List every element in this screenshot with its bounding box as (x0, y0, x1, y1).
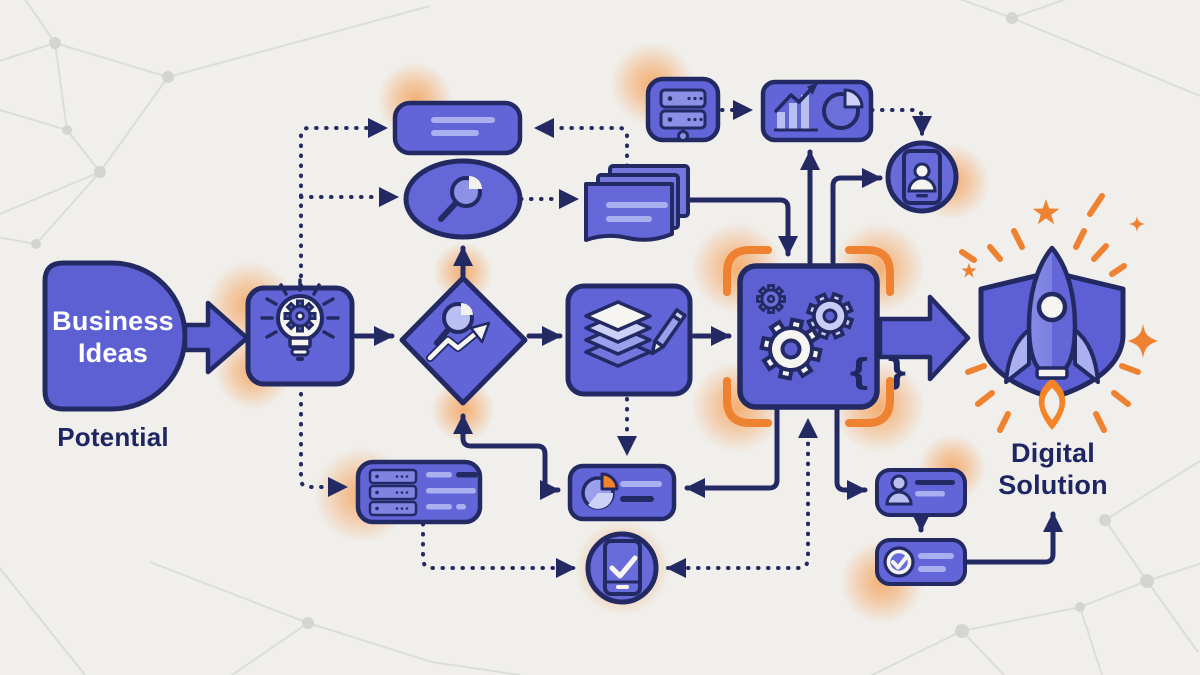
flow-block-arrow-right (877, 294, 971, 382)
solid-connectors (353, 149, 1063, 565)
sparkle-icon-small (1129, 216, 1145, 232)
magnifier-pie-icon (438, 176, 482, 222)
connector-server-rack-to-phone-check (421, 522, 576, 578)
connector-gears-to-user-card (834, 407, 868, 500)
summary-card-node (392, 100, 523, 156)
connector-gears-to-pie-report (684, 407, 780, 498)
phone-check-icon (603, 539, 642, 596)
star-icon-small (961, 263, 977, 278)
connector-analysis-pie-report (453, 413, 561, 500)
layers-node (565, 283, 693, 397)
connector-check-card-to-solution (962, 511, 1063, 565)
user-card-icon (885, 474, 913, 506)
connector-idea-to-card (299, 118, 388, 288)
search-ellipse-node (403, 158, 523, 240)
connector-analytics-to-mobile-user (870, 108, 932, 136)
potential-label: Potential (57, 422, 169, 452)
rocket-icon (1004, 245, 1100, 430)
analytics-node (760, 79, 874, 143)
digital-solution-label: Digital Solution (998, 438, 1108, 500)
idea-node (245, 278, 355, 387)
rocket-shield-node (959, 193, 1158, 433)
lightbulb-gear-icon (260, 278, 340, 361)
pie-report-node (567, 463, 677, 522)
server-rack-node (355, 459, 483, 525)
server-node (645, 76, 721, 143)
connector-documents-to-card (534, 118, 629, 168)
pie-report-icon (581, 472, 619, 510)
sparkle-icon (1128, 324, 1158, 358)
mobile-user-node (885, 140, 959, 214)
layers-pencil-icon (584, 300, 687, 368)
business-ideas-blob (42, 260, 188, 412)
server-rack-icon (368, 468, 418, 517)
process-gears-node: { } (723, 246, 910, 427)
analysis-diamond-node (399, 275, 528, 406)
sunburst-rays (959, 193, 1141, 433)
check-card-node (875, 538, 967, 586)
gears-code-icon: { } (756, 284, 910, 393)
phone-check-node (585, 531, 659, 605)
connector-documents-to-gears (673, 197, 798, 257)
business-ideas-label: Business Ideas (52, 306, 174, 368)
mobile-user-icon (902, 149, 942, 205)
focus-brackets (723, 246, 894, 427)
check-list-icon (883, 546, 915, 578)
star-icon (1032, 199, 1060, 225)
magnifier-trend-icon (426, 302, 491, 362)
connector-gears-to-mobile-user (830, 168, 883, 265)
flow-block-arrow-left (182, 300, 250, 375)
dotted-connectors (299, 100, 932, 578)
bar-pie-chart-icon (774, 83, 864, 132)
server-icon (659, 88, 707, 142)
user-card-node (875, 468, 967, 517)
connector-phone-check-gears (666, 418, 818, 578)
connector-idea-to-server-rack (299, 382, 348, 497)
documents-node (584, 164, 690, 242)
